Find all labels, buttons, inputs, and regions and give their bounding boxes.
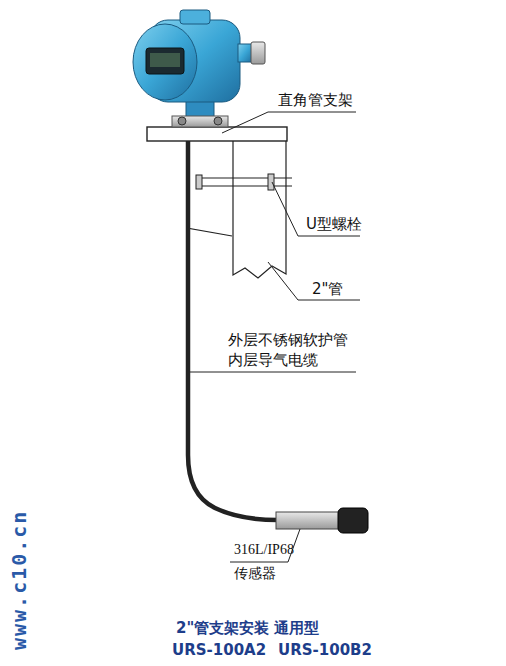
- bracket-plate: [187, 140, 232, 236]
- lcd-window: [146, 48, 184, 74]
- watermark: www.c10.cn: [8, 510, 30, 650]
- part-label: 直角管支架: [278, 92, 353, 109]
- part-label: 传感器: [234, 566, 276, 581]
- leader-line: [230, 529, 300, 562]
- flange: [172, 116, 228, 127]
- leader-line: [222, 112, 356, 133]
- transmitter-neck: [186, 100, 214, 118]
- u-bolt-nut: [196, 175, 202, 189]
- leader-line: [190, 372, 356, 373]
- pipe: [233, 128, 286, 278]
- part-label: 316L/IP68: [234, 542, 294, 557]
- model-number: URS-100B2: [278, 642, 372, 659]
- bracket-top: [147, 127, 287, 141]
- part-label: 内层导气电缆: [228, 352, 318, 369]
- sensor-cap: [338, 508, 368, 533]
- front-cover: [133, 24, 197, 100]
- lcd-screen: [150, 53, 180, 67]
- flexible-hose: [188, 141, 278, 520]
- leader-line: [268, 262, 360, 300]
- u-bolt-nut: [268, 174, 274, 190]
- cable-gland: [251, 42, 265, 64]
- part-label: U型螺栓: [306, 216, 362, 233]
- caption: 2"管支架安装 通用型: [176, 620, 319, 637]
- bolt: [214, 117, 222, 125]
- part-label: 2"管: [312, 281, 343, 298]
- cable-entry: [238, 44, 252, 62]
- bolt: [178, 117, 186, 125]
- housing-cap: [180, 10, 210, 24]
- part-label: 外层不锈钢软护管: [228, 332, 348, 349]
- sensor-body: [276, 512, 340, 529]
- model-number: URS-100A2: [172, 642, 266, 659]
- u-bolt: [200, 178, 292, 186]
